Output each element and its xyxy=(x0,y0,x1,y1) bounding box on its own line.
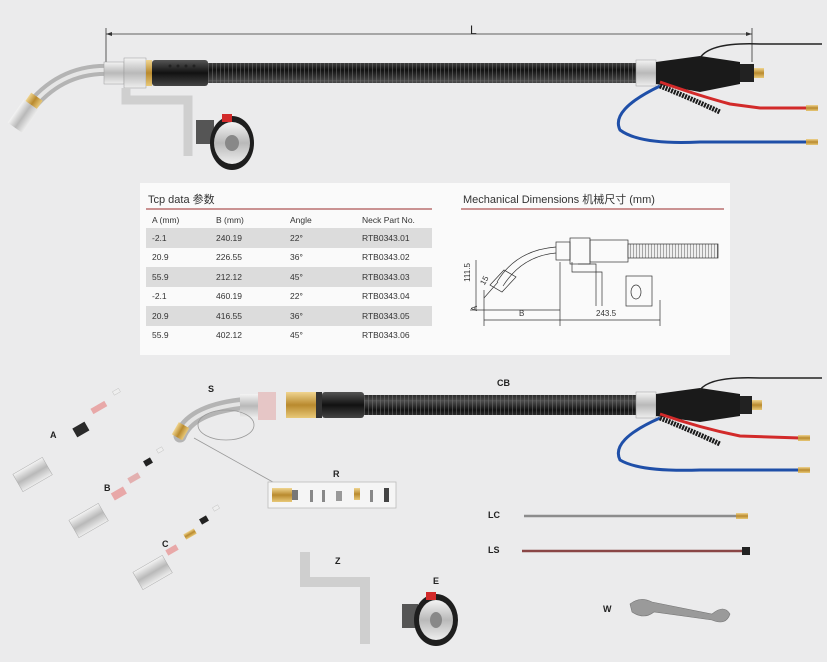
tcp-data-title: Tcp data 参数 xyxy=(148,194,215,206)
wrench-w xyxy=(629,599,731,623)
table-cell: 36° xyxy=(290,252,303,263)
table-cell: 36° xyxy=(284,306,356,326)
table-cell: 45° xyxy=(284,267,356,287)
table-cell: 226.55 xyxy=(216,252,242,263)
table-cell: 55.9 xyxy=(146,267,210,287)
spare-parts-set-r xyxy=(267,481,397,509)
column-header: A (mm) xyxy=(152,214,180,225)
column-header: Angle xyxy=(290,214,312,225)
table-row: 20.9 416.55 36° RTB0343.05 xyxy=(146,306,432,326)
table-row: 55.9 212.12 45° RTB0343.03 xyxy=(146,267,432,287)
table-cell: 460.19 xyxy=(216,291,242,302)
part-label-cb: CB xyxy=(497,378,510,388)
mechanical-dimension-drawing xyxy=(470,237,719,326)
table-cell: RTB0343.04 xyxy=(362,291,410,302)
dim-height-label: 111.5 xyxy=(462,263,472,282)
column-header: Neck Part No. xyxy=(362,214,415,225)
table-cell: 22° xyxy=(290,291,303,302)
dim-a-label: A xyxy=(470,305,480,312)
mechanical-dimensions-title: Mechanical Dimensions 机械尺寸 (mm) xyxy=(463,194,655,206)
mounting-bracket-z xyxy=(300,552,370,644)
table-row: 20.9 226.55 36° RTB0343.02 xyxy=(146,248,432,268)
column-header: B (mm) xyxy=(216,214,244,225)
dim-length-label: 243.5 xyxy=(596,309,617,318)
collision-sensor-e xyxy=(402,592,458,646)
table-cell: 55.9 xyxy=(152,330,169,341)
table-cell: 20.9 xyxy=(152,252,169,263)
part-label-c: C xyxy=(162,539,169,549)
dimension-label-l: L xyxy=(470,23,477,37)
consumable-kit-c xyxy=(132,504,220,591)
table-row: -2.1 240.19 22° RTB0343.01 xyxy=(146,228,432,248)
part-label-ls: LS xyxy=(488,545,500,555)
table-cell: 20.9 xyxy=(146,306,210,326)
table-cell: RTB0343.02 xyxy=(362,252,410,263)
liner-ls xyxy=(522,547,750,555)
consumable-kit-a xyxy=(12,387,121,493)
consumable-kit-b xyxy=(68,446,164,539)
table-cell: 45° xyxy=(290,330,303,341)
table-cell: RTB0343.05 xyxy=(356,306,432,326)
table-cell: -2.1 xyxy=(146,228,210,248)
table-cell: -2.1 xyxy=(152,291,167,302)
part-label-z: Z xyxy=(335,556,341,566)
table-cell: RTB0343.01 xyxy=(356,228,432,248)
bottom-torch-assembly xyxy=(171,377,822,487)
table-cell: 402.12 xyxy=(216,330,242,341)
top-torch-assembly xyxy=(7,28,822,170)
liner-lc xyxy=(524,513,748,519)
part-label-lc: LC xyxy=(488,510,500,520)
part-label-a: A xyxy=(50,430,57,440)
dim-b-label: B xyxy=(519,309,525,318)
collision-sensor-top xyxy=(196,114,254,170)
table-cell: 22° xyxy=(284,228,356,248)
table-cell: 416.55 xyxy=(210,306,284,326)
part-label-r: R xyxy=(333,469,340,479)
table-cell: RTB0343.03 xyxy=(356,267,432,287)
table-cell: RTB0343.06 xyxy=(362,330,410,341)
part-label-w: W xyxy=(603,604,612,614)
table-header-row: A (mm) B (mm) Angle Neck Part No. xyxy=(146,211,432,228)
tcp-data-table: A (mm) B (mm) Angle Neck Part No. -2.1 2… xyxy=(146,211,432,345)
part-label-e: E xyxy=(433,576,440,586)
part-label-b: B xyxy=(104,483,111,493)
table-cell: 212.12 xyxy=(210,267,284,287)
part-label-s: S xyxy=(208,384,215,394)
table-row: -2.1 460.19 22° RTB0343.04 xyxy=(146,287,432,307)
table-cell: 240.19 xyxy=(210,228,284,248)
table-row: 55.9 402.12 45° RTB0343.06 xyxy=(146,326,432,346)
